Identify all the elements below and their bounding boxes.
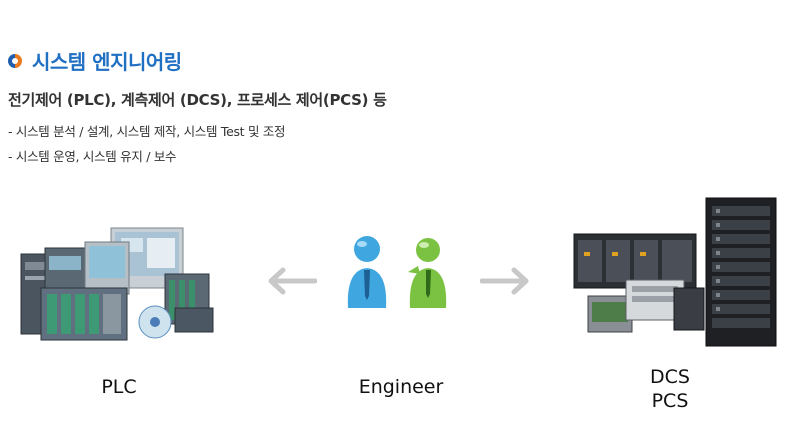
ring-bullet-icon <box>8 53 22 68</box>
section-header: 시스템 엔지니어링 <box>8 46 182 75</box>
engineer-label: Engineer <box>358 376 444 398</box>
engineer-blue-icon <box>347 236 387 308</box>
plc-hardware-image <box>20 227 214 341</box>
bullet-item: - 시스템 분석 / 설계, 시스템 제작, 시스템 Test 및 조정 <box>8 124 286 139</box>
arrow-left-icon <box>268 267 317 295</box>
dcs-server-image <box>573 197 777 347</box>
bullet-item: - 시스템 운영, 시스템 유지 / 보수 <box>8 149 177 164</box>
pcs-label-line: PCS <box>651 390 689 412</box>
section-subtitle: 전기제어 (PLC), 계측제어 (DCS), 프로세스 제어(PCS) 등 <box>8 91 387 109</box>
dcs-pcs-label: DCS PCS <box>600 365 740 413</box>
plc-label: PLC <box>101 376 137 398</box>
arrow-right-icon <box>480 267 529 295</box>
engineer-green-icon <box>408 238 447 308</box>
section-title: 시스템 엔지니어링 <box>32 50 182 74</box>
dcs-label-line: DCS <box>650 366 690 388</box>
